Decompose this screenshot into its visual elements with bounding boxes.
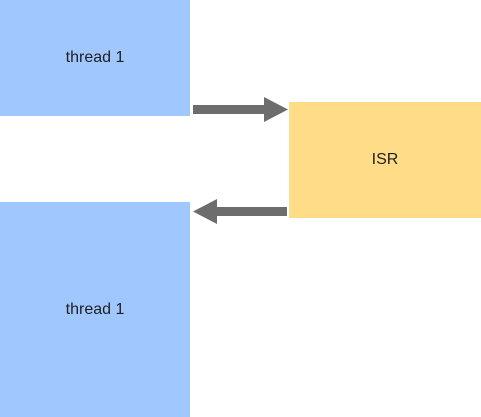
thread-1-top-label: thread 1 <box>65 49 125 66</box>
arrow-thread-to-isr-head <box>264 97 288 122</box>
arrow-isr-to-thread-head <box>193 199 217 224</box>
isr-box: ISR <box>289 102 481 218</box>
thread-1-bottom-label: thread 1 <box>65 300 125 318</box>
thread-1-bottom-box: thread 1 <box>0 202 190 417</box>
arrow-isr-to-thread <box>193 199 287 224</box>
arrow-thread-to-isr-shaft <box>193 105 265 114</box>
arrow-isr-to-thread-shaft <box>216 207 287 216</box>
arrow-thread-to-isr <box>193 97 288 122</box>
isr-label: ISR <box>371 151 399 168</box>
thread-1-top-box: thread 1 <box>0 0 190 116</box>
